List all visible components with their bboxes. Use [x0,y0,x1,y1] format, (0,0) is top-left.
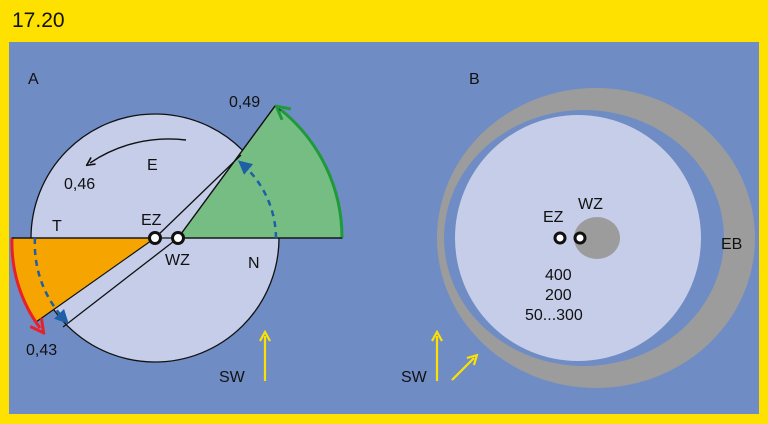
line-ez-upper [154,154,242,239]
label-bottom-ratio: 0,43 [26,342,57,359]
dashed-arrow-left [33,237,69,324]
point-wz-marker-b [573,231,587,245]
label-value-3: 50...300 [525,307,583,324]
green-arc-arrow [281,110,344,239]
diagram-panel: A 0,49 0,46 [9,42,759,414]
diagram-svg: A 0,49 0,46 [10,71,755,388]
line-wz-upper [177,105,276,239]
label-ring-eb: EB [721,236,742,253]
label-sw-b: SW [401,369,428,386]
line-wz-lower [62,237,179,328]
label-sw-a: SW [219,369,246,386]
label-point-ez-b: EZ [543,209,564,226]
rotation-arrow [90,138,187,163]
panel-a-label: A [28,71,39,88]
label-region-e: E [147,157,158,174]
label-value-1: 400 [545,267,572,284]
label-region-n: N [248,255,260,272]
label-point-wz-a: WZ [165,252,190,269]
point-wz-marker [171,231,185,245]
wz-gray-disk [574,217,620,259]
label-value-2: 200 [545,287,572,304]
point-ez-marker-b [553,231,567,245]
figure-number: 17.20 [12,9,65,32]
point-ez-marker [148,231,162,245]
label-point-ez-a: EZ [141,212,162,229]
label-left-ratio: 0,46 [64,176,95,193]
red-arc-arrow [10,237,40,328]
label-region-t: T [52,218,62,235]
label-point-wz-b: WZ [578,196,603,213]
label-top-ratio: 0,49 [229,94,260,111]
panel-b-label: B [469,71,480,88]
sw-arrow-b-diagonal [451,358,474,381]
